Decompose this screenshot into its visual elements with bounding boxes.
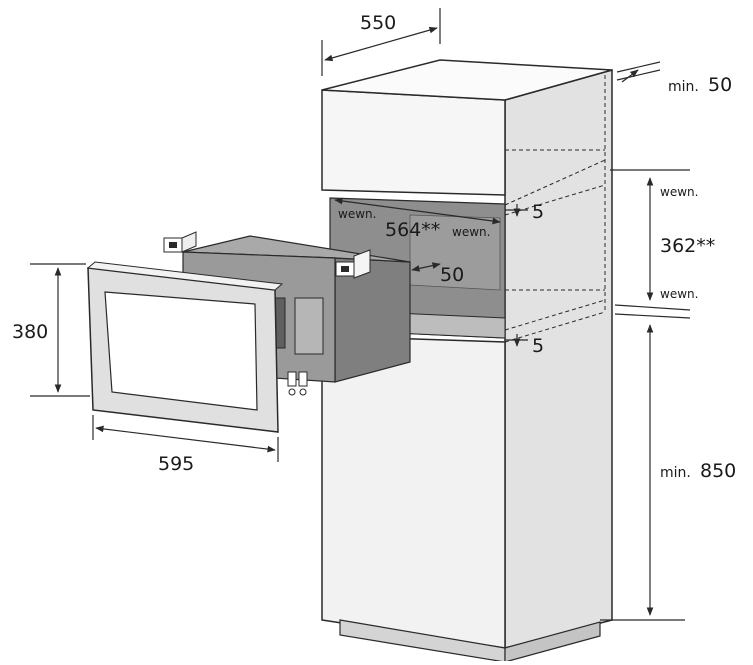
niche-height-value: 362** <box>660 235 715 257</box>
trim-frame <box>86 261 284 433</box>
cabinet-front-lower <box>321 335 506 649</box>
frame-depth <box>86 261 284 291</box>
niche-width-value: 564** <box>385 219 440 241</box>
niche-height-bottom-label: wewn. <box>660 287 698 301</box>
frame-width-label: 595 <box>158 453 194 475</box>
cabinet-top <box>321 59 613 101</box>
niche-height-top-label: wewn. <box>660 185 698 199</box>
rear-gap-label: 50 <box>440 264 464 286</box>
floor-height-value: 850 <box>700 460 736 482</box>
mounting-bracket-icon <box>163 231 197 253</box>
frame-inner-opening <box>104 291 258 411</box>
cabinet-shelf-dashes <box>504 75 606 343</box>
top-gap-prefix: min. <box>668 79 699 95</box>
cabinet-front-upper <box>321 89 506 196</box>
microwave-side <box>334 257 411 383</box>
niche-width-suffix: wewn. <box>452 225 490 239</box>
depth-label: 550 <box>360 12 396 34</box>
dimension-lines <box>30 8 691 621</box>
microwave-control-panel <box>294 297 324 355</box>
top-gap-value: 50 <box>708 74 732 96</box>
frame-height-label: 380 <box>12 321 48 343</box>
gap-lower-label: 5 <box>532 335 544 357</box>
floor-height-prefix: min. <box>660 465 691 481</box>
gap-upper-label: 5 <box>532 201 544 223</box>
cabinet-side-panel <box>504 69 613 649</box>
cabinet-plinth-side <box>504 621 601 663</box>
dimension-labels: 550 min. 50 wewn. 564** wewn. wewn. 362*… <box>12 12 736 482</box>
niche-width-prefix: wewn. <box>338 207 376 221</box>
mounting-bracket-right-icon <box>335 249 371 279</box>
